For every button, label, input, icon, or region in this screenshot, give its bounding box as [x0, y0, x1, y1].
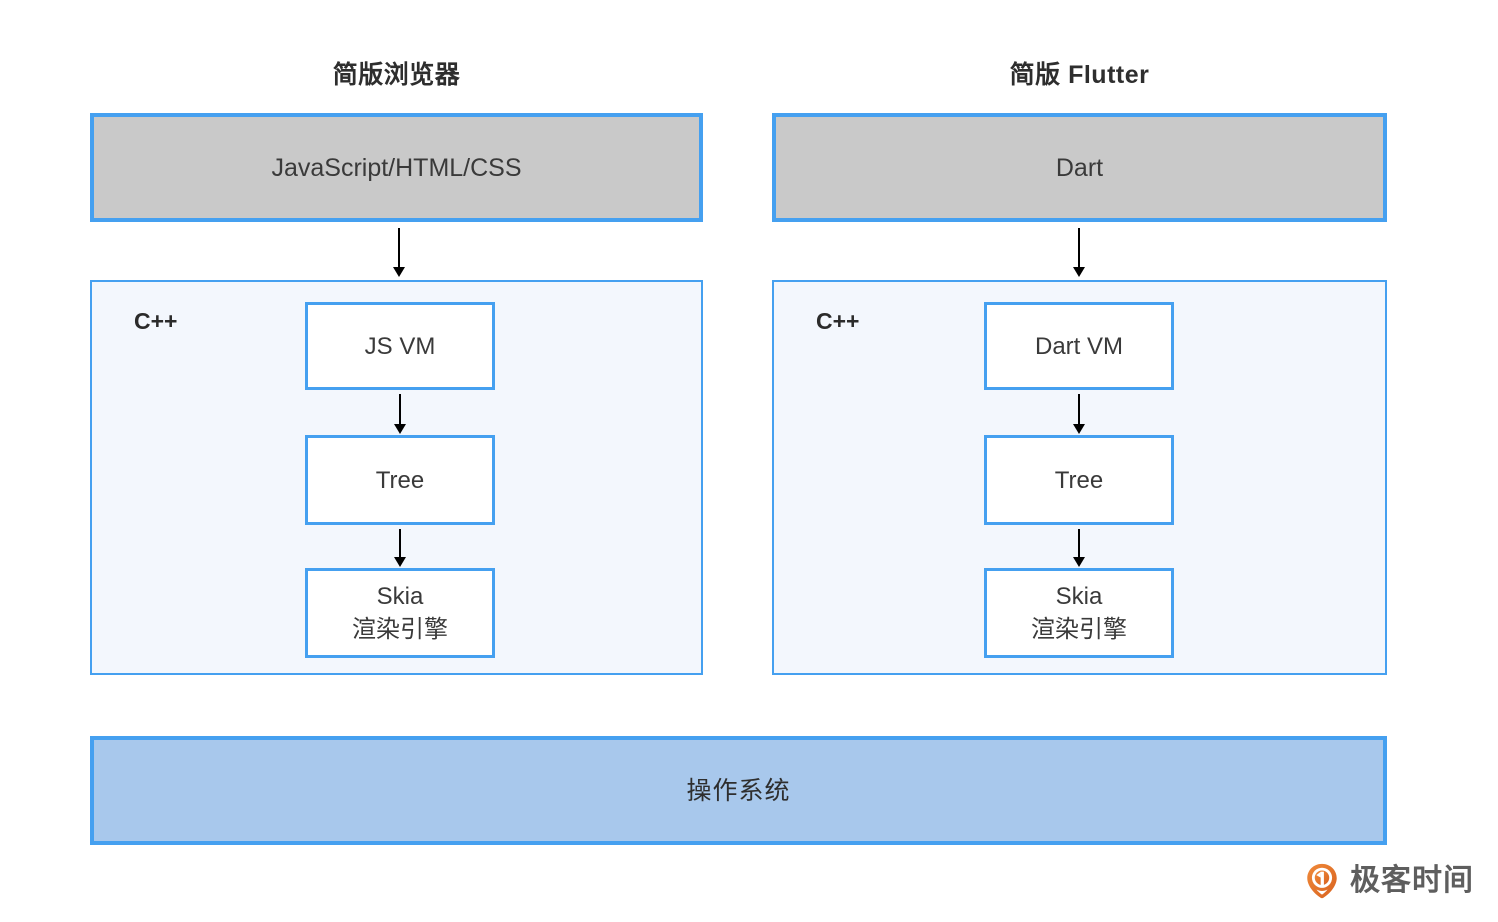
engine-label-browser: C++ — [134, 308, 178, 334]
node-tree-flutter-label: Tree — [1054, 466, 1104, 494]
node-tree-flutter: Tree — [984, 435, 1174, 525]
node-skia-browser: Skia 渲染引擎 — [305, 568, 495, 658]
node-js-vm: JS VM — [305, 302, 495, 390]
arrow-tree-to-skia-flutter — [1078, 529, 1080, 558]
language-layer-browser-label: JavaScript/HTML/CSS — [271, 153, 522, 182]
watermark-brand: 极客时间 — [1350, 864, 1474, 897]
node-tree-browser-label: Tree — [375, 466, 425, 494]
engine-label-flutter: C++ — [816, 308, 860, 334]
os-layer: 操作系统 — [90, 736, 1387, 845]
node-skia-flutter-label-2: 渲染引擎 — [1031, 616, 1127, 643]
node-skia-flutter: Skia 渲染引擎 — [984, 568, 1174, 658]
column-title-browser: 简版浏览器 — [332, 61, 461, 89]
node-skia-flutter-label-1: Skia — [1055, 583, 1103, 610]
arrow-dart-vm-to-tree — [1078, 394, 1080, 425]
language-layer-browser: JavaScript/HTML/CSS — [90, 113, 703, 222]
node-dart-vm-label: Dart VM — [1034, 332, 1123, 360]
watermark: 极客时间 — [1303, 862, 1474, 900]
node-skia-browser-label-1: Skia — [376, 583, 424, 610]
node-tree-browser: Tree — [305, 435, 495, 525]
node-skia-browser-label-2: 渲染引擎 — [352, 616, 448, 643]
geektime-pin-icon — [1307, 863, 1337, 899]
arrow-tree-to-skia-browser — [399, 529, 401, 558]
language-layer-flutter-label: Dart — [1055, 153, 1104, 182]
arrow-flutter-lang-to-engine — [1078, 228, 1080, 268]
os-layer-label: 操作系统 — [686, 776, 791, 805]
column-title-flutter: 简版 Flutter — [1009, 61, 1150, 89]
node-dart-vm: Dart VM — [984, 302, 1174, 390]
arrow-js-vm-to-tree — [399, 394, 401, 425]
language-layer-flutter: Dart — [772, 113, 1387, 222]
node-js-vm-label: JS VM — [364, 332, 436, 360]
arrow-browser-lang-to-engine — [398, 228, 400, 268]
